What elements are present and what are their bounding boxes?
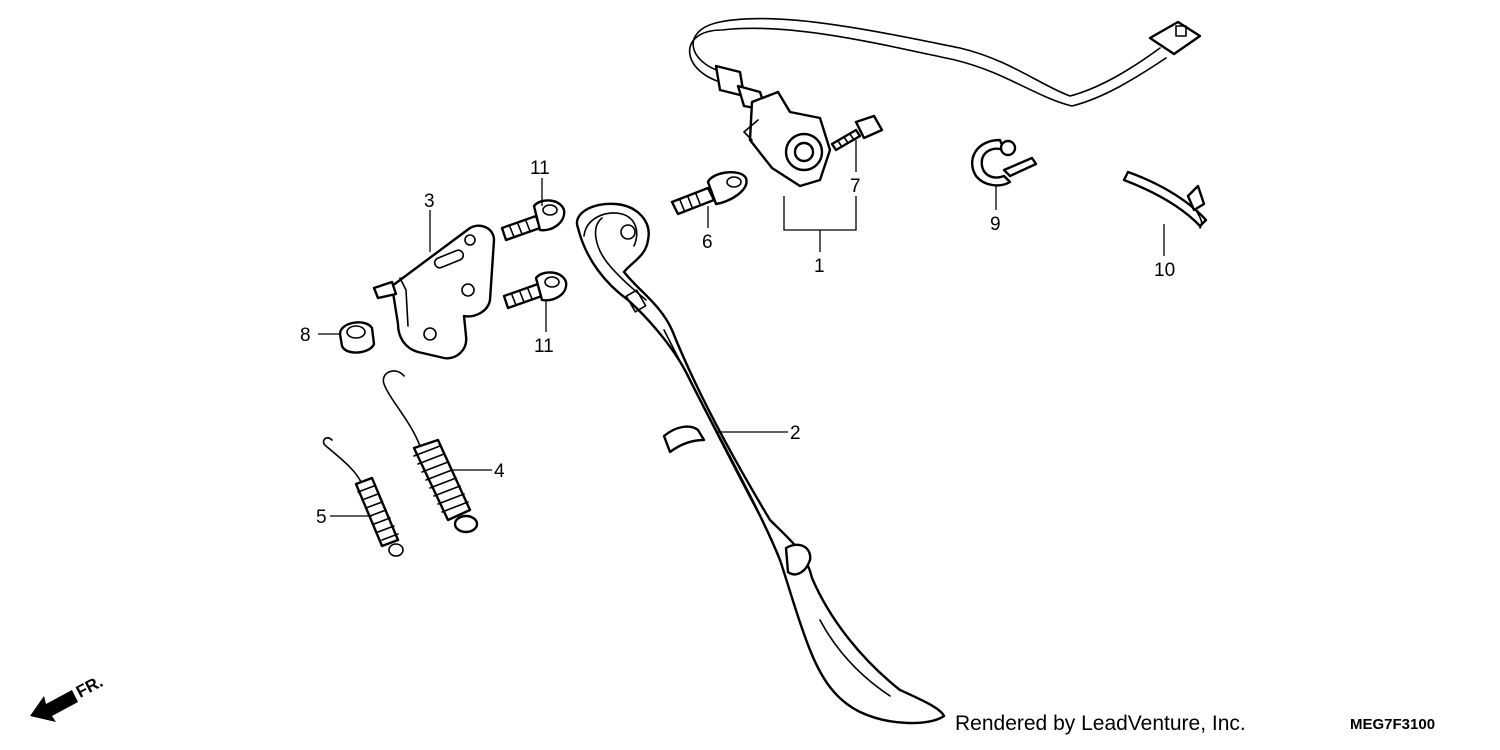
callout-3: 3 <box>424 191 435 212</box>
bracket-bolt-lower[interactable] <box>502 271 568 310</box>
callout-1: 1 <box>814 256 825 277</box>
front-arrow-label: FR. <box>73 672 106 702</box>
callout-7: 7 <box>850 176 861 197</box>
stand-bracket[interactable] <box>372 224 496 360</box>
callout-5: 5 <box>316 507 327 528</box>
callout-11-lower: 11 <box>534 336 554 357</box>
inner-spring[interactable] <box>322 437 404 557</box>
callout-10: 10 <box>1154 260 1175 281</box>
callout-2: 2 <box>790 423 801 444</box>
pivot-bolt[interactable] <box>670 171 748 216</box>
switch-bolt[interactable] <box>830 114 884 152</box>
front-direction-indicator: FR. <box>30 672 106 722</box>
render-credit: Rendered by LeadVenture, Inc. <box>955 712 1246 735</box>
callout-6: 6 <box>702 232 713 253</box>
diagram-code: MEG7F3100 <box>1350 716 1436 733</box>
callout-4: 4 <box>494 461 505 482</box>
outer-spring[interactable] <box>382 370 479 534</box>
cable-band[interactable] <box>1122 170 1208 229</box>
harness-clamp[interactable] <box>971 138 1038 187</box>
callout-9: 9 <box>990 214 1001 235</box>
flange-nut[interactable] <box>338 321 376 354</box>
leader-lines <box>318 140 1165 517</box>
callout-11-upper: 11 <box>530 158 550 179</box>
callout-8: 8 <box>300 325 311 346</box>
front-arrow-icon <box>30 690 78 722</box>
bracket-bolt-upper[interactable] <box>500 199 566 242</box>
side-stand[interactable] <box>575 202 946 725</box>
side-stand-switch-assembly[interactable] <box>688 17 1202 188</box>
